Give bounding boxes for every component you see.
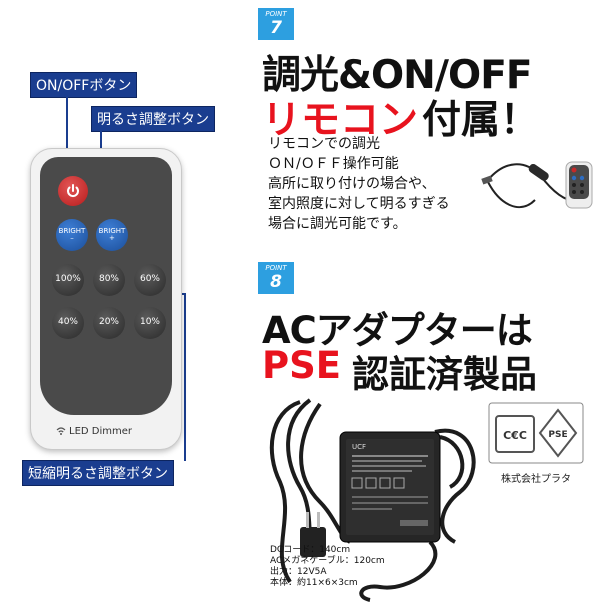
pse-certification-mark: C€C PSE 株式会社プラタ bbox=[488, 402, 584, 485]
remote-with-cable-image bbox=[481, 161, 593, 209]
power-icon bbox=[67, 184, 79, 197]
spec-line: DCコード：140cm bbox=[270, 545, 351, 555]
level-60-button[interactable]: 60% bbox=[134, 264, 166, 296]
remote-button-panel: BRIGHT – BRIGHT + 100% 80% 60% 40% 20% 1… bbox=[40, 157, 172, 415]
spec-line: 本体：約11×6×3cm bbox=[270, 578, 358, 588]
desc-line: 場合に調光可能です。 bbox=[268, 216, 407, 232]
point7-badge: POINT 7 bbox=[258, 8, 294, 40]
level-20-button[interactable]: 20% bbox=[93, 307, 125, 339]
onoff-button-label: ON/OFFボタン bbox=[30, 72, 138, 98]
point7-badge-number: 7 bbox=[270, 18, 282, 38]
desc-line: 室内照度に対して明るすぎる bbox=[268, 196, 450, 212]
short-brightness-leader-v bbox=[184, 293, 186, 461]
level-10-button[interactable]: 10% bbox=[134, 307, 166, 339]
cert-left-text: C€C bbox=[503, 429, 527, 442]
point8-badge-number: 8 bbox=[270, 272, 282, 292]
adapter-brand: UCF bbox=[352, 443, 366, 451]
point8-title-red: PSE bbox=[262, 344, 342, 387]
point8-badge-label: POINT bbox=[265, 264, 287, 272]
bright-plus-button[interactable]: BRIGHT + bbox=[96, 219, 128, 251]
adapter-specs: DCコード：140cm ACメガネケーブル：120cm 出力：12V5A 本体：… bbox=[270, 545, 385, 589]
wifi-icon bbox=[56, 427, 66, 435]
onoff-leader-line bbox=[66, 94, 68, 180]
spec-line: ACメガネケーブル：120cm bbox=[270, 556, 385, 566]
cert-company: 株式会社プラタ bbox=[501, 474, 571, 485]
spec-line: 出力：12V5A bbox=[270, 567, 327, 577]
point7-badge-label: POINT bbox=[265, 10, 287, 18]
remote-control: BRIGHT – BRIGHT + 100% 80% 60% 40% 20% 1… bbox=[30, 148, 182, 450]
led-dimmer-brand: LED Dimmer bbox=[69, 426, 132, 437]
power-button[interactable] bbox=[58, 176, 88, 206]
cert-right-text: PSE bbox=[548, 430, 567, 440]
level-100-button[interactable]: 100% bbox=[52, 264, 84, 296]
bright-minus-button[interactable]: BRIGHT – bbox=[56, 219, 88, 251]
level-40-button[interactable]: 40% bbox=[52, 307, 84, 339]
pse-logo: C€C PSE bbox=[488, 402, 584, 464]
ac-adapter-image: UCF bbox=[269, 398, 476, 602]
point7-title-red: リモコン bbox=[262, 98, 419, 143]
desc-line: ＯＮ/ＯＦＦ操作可能 bbox=[268, 156, 399, 172]
desc-line: リモコンでの調光 bbox=[268, 136, 380, 152]
point7-title-line1: 調光&ON/OFF bbox=[262, 53, 532, 98]
point7-title-black: 付属！ bbox=[422, 98, 540, 143]
brightness-button-label: 明るさ調整ボタン bbox=[91, 106, 215, 132]
short-brightness-label: 短縮明るさ調整ボタン bbox=[22, 460, 174, 486]
desc-line: 高所に取り付けの場合や、 bbox=[268, 176, 436, 192]
level-80-button[interactable]: 80% bbox=[93, 264, 125, 296]
point8-title-black: 認証済製品 bbox=[352, 353, 537, 396]
point8-badge: POINT 8 bbox=[258, 262, 294, 294]
point8-title-line1: ACアダプターは bbox=[262, 309, 533, 352]
point7-description: リモコンでの調光 ＯＮ/ＯＦＦ操作可能 高所に取り付けの場合や、 室内照度に対し… bbox=[268, 134, 450, 234]
